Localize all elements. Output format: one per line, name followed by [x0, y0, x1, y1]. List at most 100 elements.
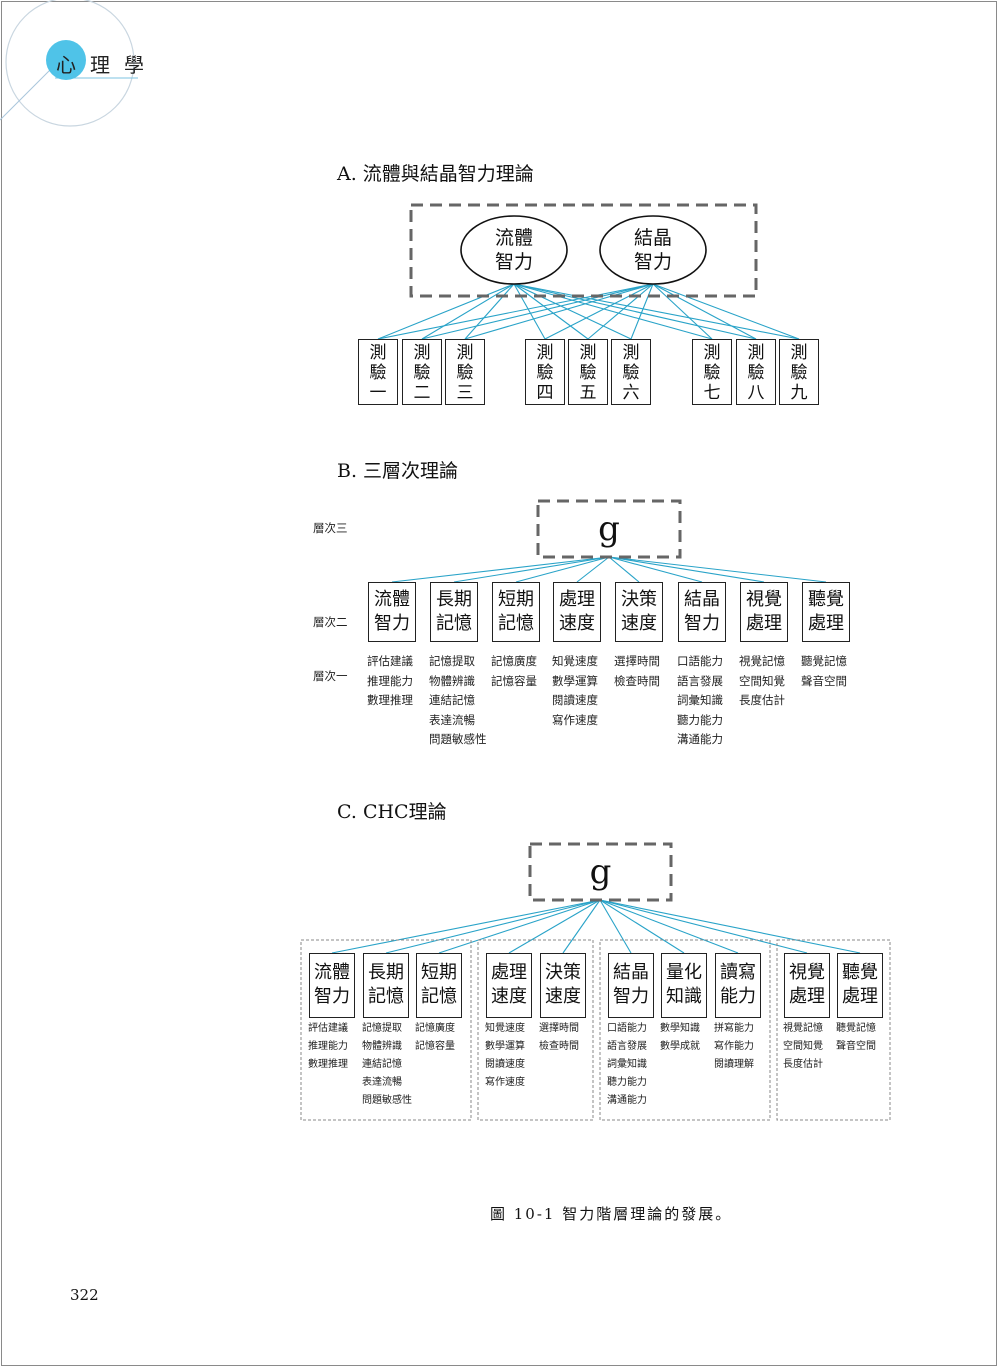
ability-subskills: 口語能力語言發展詞彙知識聽力能力溝通能力 — [677, 654, 723, 746]
chc-ability-subskills: 知覺速度數學運算閱讀速度寫作速度 — [485, 1023, 525, 1088]
ability-subskills: 選擇時間檢查時間 — [614, 654, 660, 688]
crystal-factor-label: 結晶 智力 — [633, 227, 672, 273]
chc-ability-subskills: 聽覺記憶聲音空間 — [836, 1023, 876, 1052]
section-a-title: A. 流體與結晶智力理論 — [337, 163, 534, 185]
connector-line — [421, 283, 515, 340]
connector-line — [377, 283, 515, 340]
chc-ability-box: 量化知識 — [661, 953, 707, 1018]
connector-line — [464, 283, 515, 340]
chapter-header: 心理學 — [0, 0, 200, 140]
connector-line — [652, 283, 757, 340]
figure-caption: 圖 10-1 智力階層理論的發展。 — [490, 1205, 733, 1223]
ability-box: 短期記憶 — [492, 582, 540, 642]
ability-subskills: 聽覺記憶聲音空間 — [801, 654, 847, 688]
connector-line — [599, 899, 808, 954]
g-dashed-frame-c — [528, 842, 673, 902]
ability-subskills: 記憶廣度記憶容量 — [491, 654, 537, 688]
connector-line — [331, 899, 601, 954]
chc-ability-box: 視覺處理 — [784, 953, 830, 1018]
test-box: 測驗六 — [611, 339, 651, 405]
ability-box: 處理速度 — [553, 582, 601, 642]
connector-line — [576, 556, 610, 583]
connector-line — [599, 899, 739, 954]
test-box: 測驗四 — [525, 339, 565, 405]
connector-line — [391, 556, 610, 583]
page-number: 322 — [70, 1286, 99, 1304]
chc-ability-box: 短期記憶 — [416, 953, 462, 1018]
connector-line — [630, 283, 654, 340]
chc-ability-subskills: 數學知識數學成就 — [660, 1023, 700, 1052]
chc-ability-box: 聽覺處理 — [837, 953, 883, 1018]
ability-box: 流體智力 — [368, 582, 416, 642]
chc-ability-box: 讀寫能力 — [715, 953, 761, 1018]
ability-subskills: 視覺記憶空間知覺長度估計 — [739, 654, 785, 707]
connector-line — [587, 283, 654, 340]
factor-dashed-frame — [409, 203, 758, 298]
connector-line — [608, 556, 827, 583]
ability-box: 結晶智力 — [678, 582, 726, 642]
connector-line — [599, 899, 632, 954]
connector-line — [513, 283, 713, 340]
ability-box: 聽覺處理 — [802, 582, 850, 642]
connector-line — [652, 283, 713, 340]
g-factor-c: g — [589, 852, 612, 892]
section-b-title: B. 三層次理論 — [337, 460, 459, 482]
chc-ability-box: 結晶智力 — [608, 953, 654, 1018]
ability-subskills: 記憶提取物體辨識連結記憶表達流暢問題敏感性 — [429, 654, 487, 746]
connector-line — [513, 283, 757, 340]
level-3-label: 層次三 — [313, 521, 348, 535]
chc-group-frame-1 — [300, 939, 472, 1121]
chc-group-frame-3 — [599, 939, 771, 1121]
fluid-ellipse — [460, 215, 568, 285]
connector-line — [599, 899, 685, 954]
ability-box: 視覺處理 — [740, 582, 788, 642]
connector-line — [608, 556, 765, 583]
fluid-factor-label: 流體 智力 — [494, 227, 533, 273]
ability-subskills: 知覺速度數學運算閱讀速度寫作速度 — [552, 654, 598, 727]
connector-line — [515, 556, 610, 583]
connector-line — [508, 899, 601, 954]
g-dashed-frame-b — [536, 499, 682, 559]
ability-box: 長期記憶 — [430, 582, 478, 642]
test-box: 測驗二 — [402, 339, 442, 405]
chc-ability-subskills: 評估建議推理能力數理推理 — [308, 1023, 348, 1070]
chc-ability-subskills: 口語能力語言發展詞彙知識聽力能力溝通能力 — [607, 1023, 647, 1106]
chc-ability-subskills: 拼寫能力寫作能力閱讀理解 — [714, 1023, 754, 1070]
connector-line — [513, 283, 546, 340]
connector-line — [562, 899, 601, 954]
test-box: 測驗五 — [568, 339, 608, 405]
chc-ability-box: 流體智力 — [309, 953, 355, 1018]
ability-subskills: 評估建議推理能力數理推理 — [367, 654, 413, 707]
ability-box: 決策速度 — [615, 582, 663, 642]
connector-line — [377, 283, 654, 340]
test-box: 測驗九 — [779, 339, 819, 405]
connector-line — [513, 283, 589, 340]
connector-line — [608, 556, 640, 583]
connector-line — [544, 283, 654, 340]
test-box: 測驗七 — [692, 339, 732, 405]
test-box: 測驗八 — [736, 339, 776, 405]
connector-line — [513, 283, 800, 340]
chc-ability-box: 決策速度 — [540, 953, 586, 1018]
test-box: 測驗三 — [445, 339, 485, 405]
chc-group-frame-2 — [477, 939, 594, 1121]
chc-group-frame-4 — [776, 939, 891, 1121]
chc-ability-subskills: 記憶廣度記憶容量 — [415, 1023, 455, 1052]
chc-ability-box: 長期記憶 — [363, 953, 409, 1018]
connector-line — [453, 556, 610, 583]
connector-line — [385, 899, 601, 954]
chc-ability-subskills: 選擇時間檢查時間 — [539, 1023, 579, 1052]
connector-line — [464, 283, 654, 340]
connector-line — [438, 899, 601, 954]
book-title: 心理學 — [56, 53, 158, 77]
g-factor-b: g — [598, 509, 620, 549]
connector-line — [608, 556, 703, 583]
header-decoration — [0, 0, 138, 127]
test-box: 測驗一 — [358, 339, 398, 405]
connector-line — [421, 283, 654, 340]
connector-line — [599, 899, 861, 954]
crystal-ellipse — [599, 215, 707, 285]
chc-ability-box: 處理速度 — [486, 953, 532, 1018]
connector-line — [652, 283, 800, 340]
